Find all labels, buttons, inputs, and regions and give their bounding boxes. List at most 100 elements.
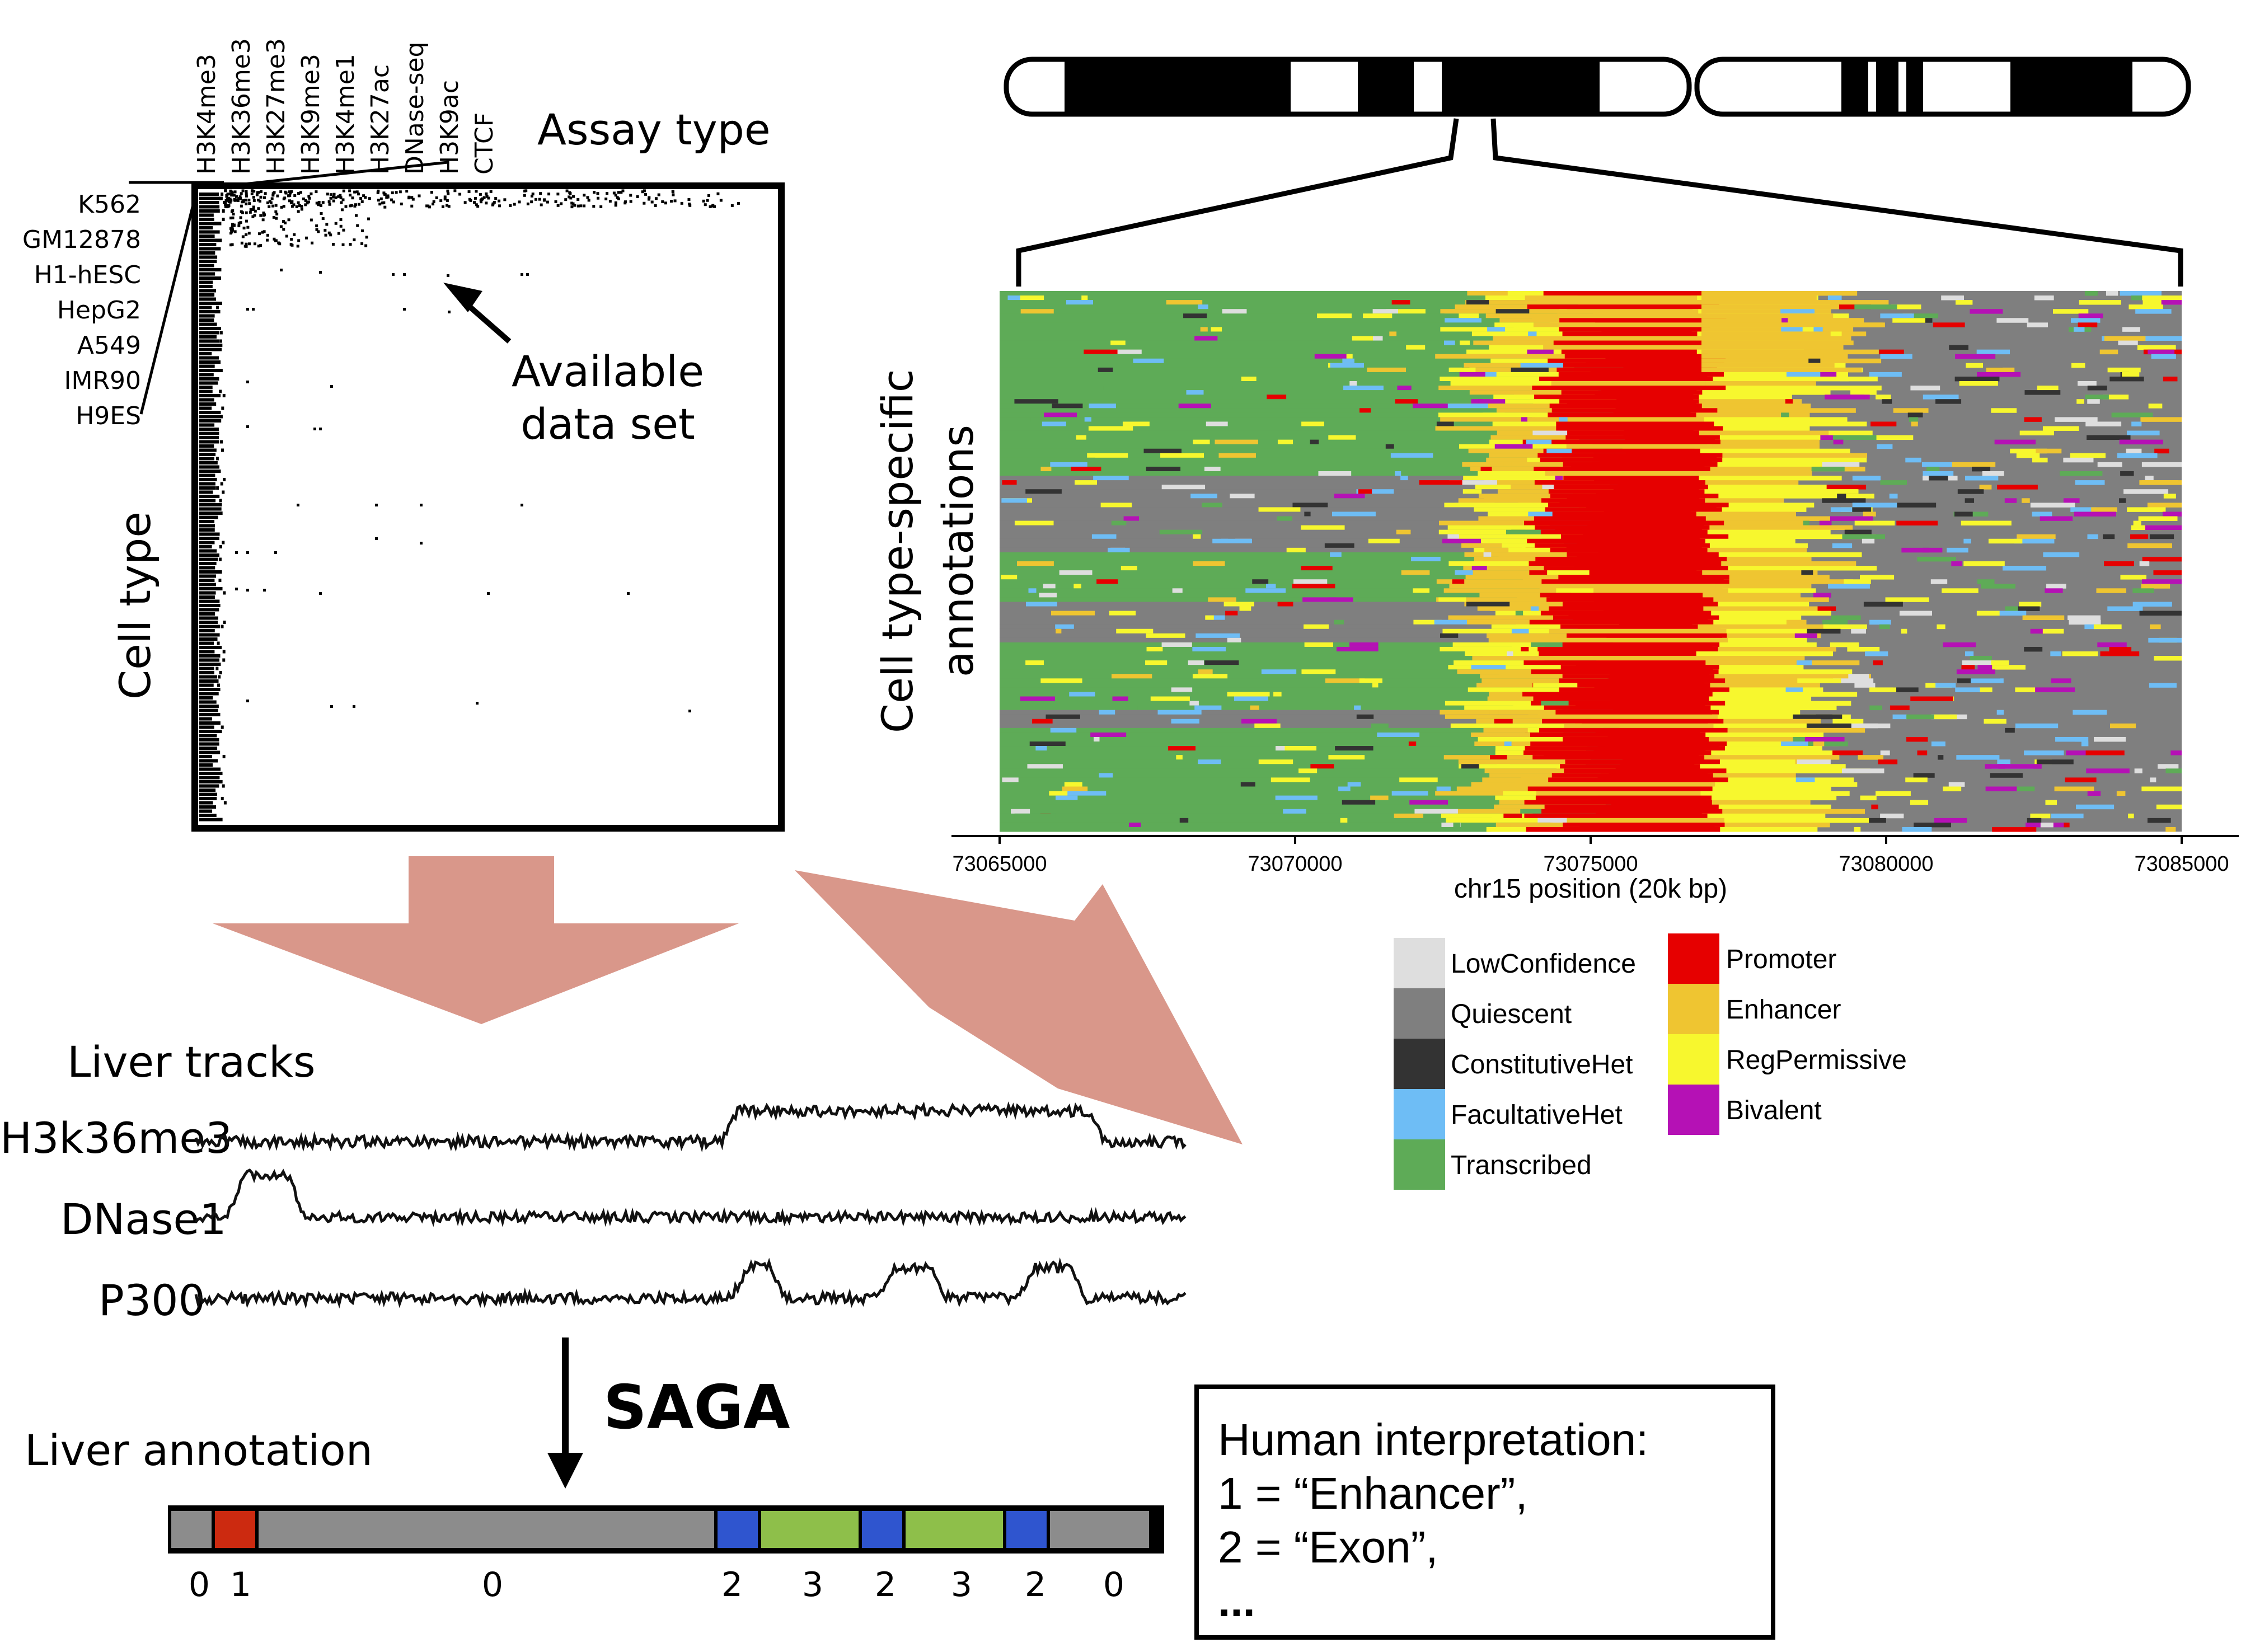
heatmap-segment: [2051, 813, 2084, 819]
heatmap-segment: [1478, 516, 1580, 521]
matrix-cell: [248, 202, 251, 205]
heatmap-segment: [1806, 723, 1851, 729]
heatmap-segment: [1521, 417, 1528, 422]
matrix-cell: [357, 203, 360, 206]
heatmap-segment: [1108, 547, 1130, 553]
matrix-cell: [285, 234, 288, 238]
heatmap-segment: [1822, 498, 1866, 503]
heatmap-segment: [1559, 687, 1729, 692]
heatmap-segment: [1000, 529, 1555, 535]
matrix-cell: [199, 193, 219, 196]
heatmap-segment: [1540, 457, 1723, 463]
heatmap-segment: [1965, 651, 1974, 656]
heatmap-segment: [1943, 642, 1976, 647]
heatmap-segment: [1453, 822, 1461, 828]
heatmap-segment: [1992, 665, 2026, 670]
heatmap-segment: [1480, 466, 1523, 472]
heatmap-segment: [1701, 304, 1865, 309]
matrix-cell: [199, 755, 212, 758]
heatmap-segment: [1998, 764, 2042, 769]
matrix-cell: [199, 344, 223, 347]
heatmap-segment: [1133, 358, 1164, 364]
heatmap-segment: [1527, 538, 1705, 544]
matrix-cell: [216, 306, 219, 309]
heatmap-segment: [2165, 768, 2182, 773]
heatmap-segment: [2122, 372, 2140, 377]
heatmap-segment: [1990, 773, 2023, 778]
heatmap-segment: [1832, 750, 1863, 755]
matrix-cell: [199, 394, 221, 397]
matrix-cell: [199, 226, 213, 229]
matrix-cell: [290, 238, 293, 241]
heatmap-segment: [1930, 579, 1948, 584]
matrix-cell: [334, 196, 337, 199]
heatmap-segment: [1446, 403, 1488, 409]
heatmap-segment: [1454, 660, 1545, 665]
heatmap-segment: [1081, 295, 1088, 301]
heatmap-segment: [1000, 624, 1516, 630]
heatmap-segment: [1277, 602, 1293, 607]
heatmap-segment: [1409, 800, 1448, 805]
heatmap-segment: [1558, 575, 1729, 580]
heatmap-segment: [1863, 602, 1903, 607]
heatmap-segment: [1854, 827, 1861, 832]
heatmap-segment: [1359, 408, 1371, 413]
matrix-cell: [199, 285, 213, 288]
matrix-cell: [199, 322, 217, 326]
heatmap-xlabel: chr15 position (20k bp): [1454, 874, 1727, 904]
legend-swatch: [1394, 988, 1445, 1039]
heatmap-segment: [1996, 710, 2004, 715]
heatmap-segment: [1455, 570, 1473, 575]
heatmap-segment: [1527, 304, 1719, 309]
matrix-cell: [523, 189, 527, 193]
heatmap-segment: [1924, 462, 1963, 467]
heatmap-segment: [1715, 561, 1856, 566]
heatmap-segment: [1532, 430, 1568, 435]
matrix-cell: [199, 331, 219, 335]
matrix-cell: [199, 579, 215, 582]
matrix-cell: [568, 191, 571, 194]
matrix-cell: [199, 289, 216, 293]
heatmap-segment: [2119, 439, 2163, 445]
heatmap-segment: [1171, 687, 1193, 692]
matrix-cell: [300, 208, 303, 211]
legend-label: Enhancer: [1726, 995, 1841, 1025]
heatmap-segment: [1708, 597, 1829, 602]
heatmap-segment: [1701, 340, 1854, 345]
heatmap-segment: [1328, 755, 1365, 760]
heatmap-segment: [1245, 588, 1286, 593]
matrix-cell: [240, 192, 243, 195]
heatmap-segment: [1541, 498, 1705, 503]
heatmap-segment: [1440, 376, 1546, 382]
heatmap-segment: [1137, 705, 1165, 711]
matrix-cell: [568, 195, 571, 199]
matrix-cell: [604, 197, 608, 200]
matrix-cell: [518, 200, 521, 204]
heatmap-segment: [1880, 750, 1890, 755]
heatmap-segment: [1000, 701, 1611, 706]
matrix-cell: [707, 194, 710, 198]
heatmap-segment: [1714, 439, 1820, 445]
heatmap-segment: [1462, 489, 1482, 494]
heatmap-segment: [1559, 309, 1699, 314]
matrix-cell: [275, 213, 279, 216]
xtick-label: 73065000: [952, 852, 1047, 876]
heatmap-segment: [2063, 498, 2080, 503]
heatmap-segment: [1693, 395, 1792, 400]
heatmap-segment: [1252, 579, 1269, 584]
heatmap-segment: [1961, 665, 1975, 670]
matrix-cell: [274, 210, 278, 213]
matrix-cell: [643, 189, 646, 193]
heatmap-segment: [1854, 683, 1876, 688]
heatmap-segment: [1122, 421, 1150, 426]
heatmap-segment: [1713, 552, 1862, 557]
matrix-cell: [298, 204, 301, 207]
heatmap-segment: [1438, 529, 1532, 535]
heatmap-segment: [1476, 683, 1577, 688]
heatmap-segment: [1555, 476, 1563, 481]
matrix-cell: [199, 373, 214, 377]
heatmap-segment: [1000, 628, 1578, 634]
matrix-cell: [199, 381, 218, 385]
heatmap-segment: [1277, 439, 1293, 445]
heatmap-segment: [1713, 615, 1802, 621]
